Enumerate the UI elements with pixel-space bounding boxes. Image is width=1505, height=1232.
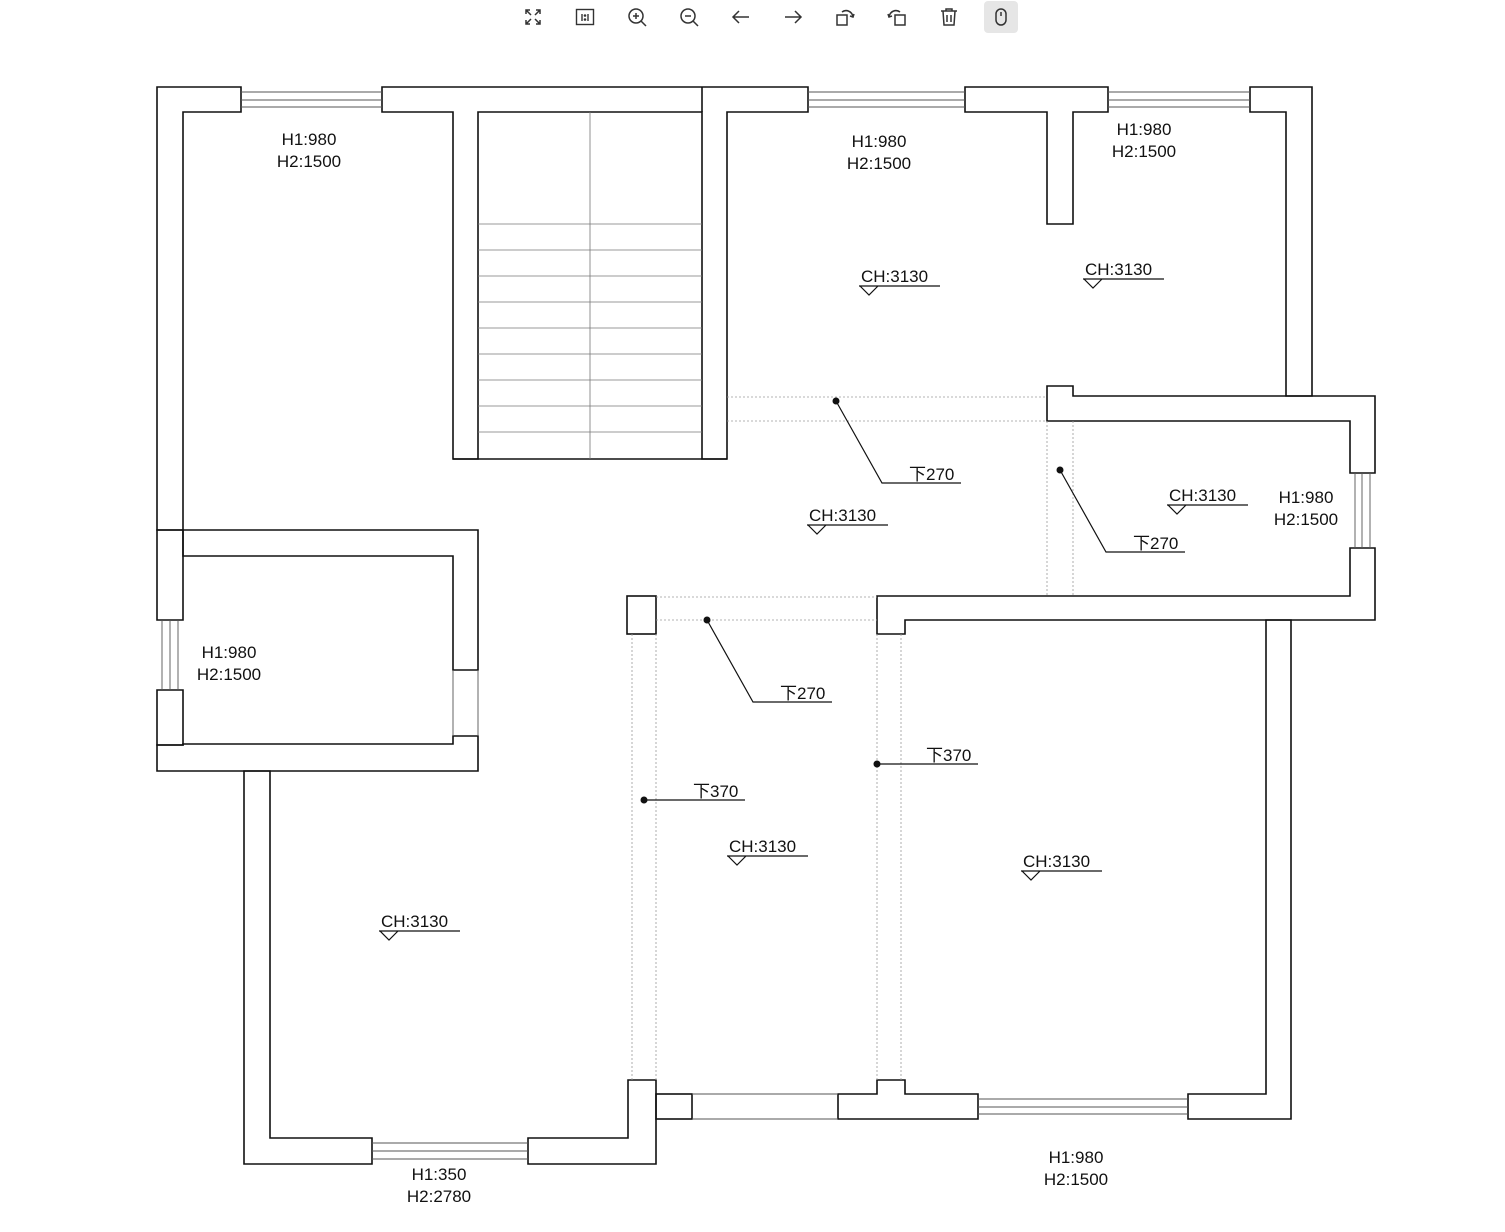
leader-line — [1059, 469, 1185, 553]
rotate-left-icon — [836, 9, 855, 26]
beam-drop-label: 下270 — [909, 465, 954, 484]
window-height-label: H2:2780 — [407, 1187, 471, 1206]
beam-callout-2: 下270 — [1056, 466, 1185, 553]
window-label-6: H1:350 H2:2780 — [407, 1165, 471, 1206]
beam-callout-1: 下270 — [832, 397, 961, 484]
window-height-label: H2:1500 — [197, 665, 261, 684]
elevation-marker-icon — [859, 285, 940, 296]
beam-callout-5: 下370 — [873, 746, 978, 768]
leader-dot — [703, 616, 711, 624]
elevation-marker-icon — [727, 855, 808, 866]
ceiling-marker-2: CH:3130 — [1083, 260, 1164, 289]
plan-windows — [161, 91, 1371, 1160]
ceiling-marker-5: CH:3130 — [727, 837, 808, 866]
ceiling-height-label: CH:3130 — [861, 267, 928, 286]
arrow-left-icon — [731, 10, 749, 24]
window-label-5: H1:980 H2:1500 — [197, 643, 261, 684]
beam-callout-3: 下270 — [703, 616, 832, 703]
window-height-label: H2:1500 — [1044, 1170, 1108, 1189]
one-to-one-icon — [575, 8, 595, 26]
window-height-label: H1:980 — [1279, 488, 1334, 507]
leader-dot — [832, 397, 840, 405]
ceiling-height-label: CH:3130 — [809, 506, 876, 525]
zoom-out-button[interactable] — [672, 1, 706, 33]
trash-icon — [941, 8, 957, 26]
fit-screen-icon — [525, 9, 541, 25]
leader-dot — [640, 796, 648, 804]
ceiling-marker-7: CH:3130 — [379, 912, 460, 941]
window-height-label: H2:1500 — [1274, 510, 1338, 529]
zoom-in-icon — [628, 8, 647, 27]
window-height-label: H1:980 — [1117, 120, 1172, 139]
ceiling-height-label: CH:3130 — [1023, 852, 1090, 871]
window-label-3: H1:980 H2:1500 — [1112, 120, 1176, 161]
zoom-in-button[interactable] — [620, 1, 654, 33]
beam-drop-label: 下270 — [780, 684, 825, 703]
window-height-label: H1:350 — [412, 1165, 467, 1184]
zoom-out-icon — [680, 8, 699, 27]
ceiling-marker-1: CH:3130 — [859, 267, 940, 296]
plan-beams — [631, 396, 1074, 1080]
actual-size-button[interactable] — [568, 1, 602, 33]
mouse-icon — [995, 8, 1007, 26]
window-height-label: H1:980 — [852, 132, 907, 151]
ceiling-height-label: CH:3130 — [1085, 260, 1152, 279]
ceiling-height-label: CH:3130 — [729, 837, 796, 856]
window-label-7: H1:980 H2:1500 — [1044, 1148, 1108, 1189]
fit-screen-button[interactable] — [516, 1, 550, 33]
viewer-toolbar — [0, 0, 1505, 36]
leader-line — [706, 619, 832, 703]
beam-drop-label: 下370 — [926, 746, 971, 765]
next-button[interactable] — [776, 1, 810, 33]
rotate-right-button[interactable] — [880, 1, 914, 33]
elevation-marker-icon — [379, 930, 460, 941]
elevation-marker-icon — [1083, 278, 1164, 289]
window-label-2: H1:980 H2:1500 — [847, 132, 911, 173]
previous-button[interactable] — [724, 1, 758, 33]
elevation-marker-icon — [1021, 870, 1102, 881]
window-label-4: H1:980 H2:1500 — [1274, 488, 1338, 529]
window-height-label: H2:1500 — [277, 152, 341, 171]
window-label-1: H1:980 H2:1500 — [277, 130, 341, 171]
rotate-right-icon — [887, 9, 906, 26]
ceiling-marker-3: CH:3130 — [807, 506, 888, 535]
ceiling-height-label: CH:3130 — [1169, 486, 1236, 505]
elevation-marker-icon — [1167, 504, 1248, 515]
window-height-label: H2:1500 — [847, 154, 911, 173]
beam-drop-label: 下370 — [693, 782, 738, 801]
leader-line — [835, 400, 961, 484]
arrow-right-icon — [785, 10, 803, 24]
rotate-left-button[interactable] — [828, 1, 862, 33]
beam-callout-4: 下370 — [640, 782, 745, 804]
window-height-label: H2:1500 — [1112, 142, 1176, 161]
ceiling-marker-4: CH:3130 — [1167, 486, 1248, 515]
mouse-mode-button[interactable] — [984, 1, 1018, 33]
beam-drop-label: 下270 — [1133, 534, 1178, 553]
ceiling-height-label: CH:3130 — [381, 912, 448, 931]
delete-button[interactable] — [932, 1, 966, 33]
leader-dot — [873, 760, 881, 768]
elevation-marker-icon — [807, 524, 888, 535]
leader-dot — [1056, 466, 1064, 474]
window-height-label: H1:980 — [1049, 1148, 1104, 1167]
plan-stairs — [478, 112, 702, 459]
ceiling-marker-6: CH:3130 — [1021, 852, 1102, 881]
window-height-label: H1:980 — [202, 643, 257, 662]
plan-walls — [156, 86, 1376, 1165]
window-height-label: H1:980 — [282, 130, 337, 149]
